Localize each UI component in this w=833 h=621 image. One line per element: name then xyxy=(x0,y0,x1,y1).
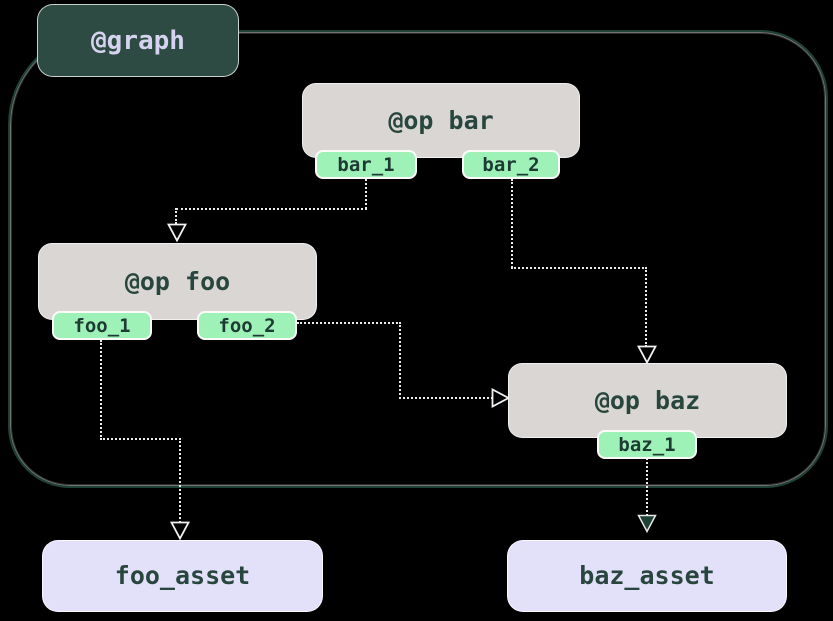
op-node-foo[interactable]: @op foo xyxy=(38,243,317,320)
output-tag-bar-2[interactable]: bar_2 xyxy=(462,150,560,179)
edge-foo1-fooasset-segment xyxy=(100,438,181,440)
edge-bar1-foo-segment xyxy=(365,179,367,209)
edge-foo1-fooasset-segment xyxy=(100,340,102,440)
edge-bar2-baz-segment xyxy=(511,179,513,268)
edge-bar1-foo-segment xyxy=(176,208,367,210)
output-tag-foo-1[interactable]: foo_1 xyxy=(52,311,152,340)
arrowhead-down-icon xyxy=(637,345,657,364)
graph-label[interactable]: @graph xyxy=(37,4,239,77)
graph-boundary xyxy=(8,30,828,488)
edge-bar1-foo-segment xyxy=(175,208,177,224)
op-node-baz[interactable]: @op baz xyxy=(508,363,787,438)
edge-foo2-baz-segment xyxy=(399,322,401,399)
output-tag-baz-1[interactable]: baz_1 xyxy=(597,430,697,459)
arrowhead-down-filled-icon xyxy=(637,514,657,533)
op-node-bar[interactable]: @op bar xyxy=(302,83,580,158)
edge-foo2-baz-segment xyxy=(399,397,493,399)
edge-baz1-bazasset-segment xyxy=(646,458,648,516)
arrowhead-down-icon xyxy=(170,521,190,540)
output-tag-bar-1[interactable]: bar_1 xyxy=(315,150,417,179)
edge-foo2-baz-segment xyxy=(297,322,401,324)
edge-bar2-baz-segment xyxy=(511,267,647,269)
asset-node-foo-asset[interactable]: foo_asset xyxy=(42,540,323,612)
edge-foo1-fooasset-segment xyxy=(179,438,181,523)
edge-bar2-baz-segment xyxy=(645,267,647,347)
asset-node-baz-asset[interactable]: baz_asset xyxy=(507,540,787,612)
arrowhead-right-icon xyxy=(491,388,510,408)
arrowhead-down-icon xyxy=(167,223,187,242)
output-tag-foo-2[interactable]: foo_2 xyxy=(197,311,297,340)
